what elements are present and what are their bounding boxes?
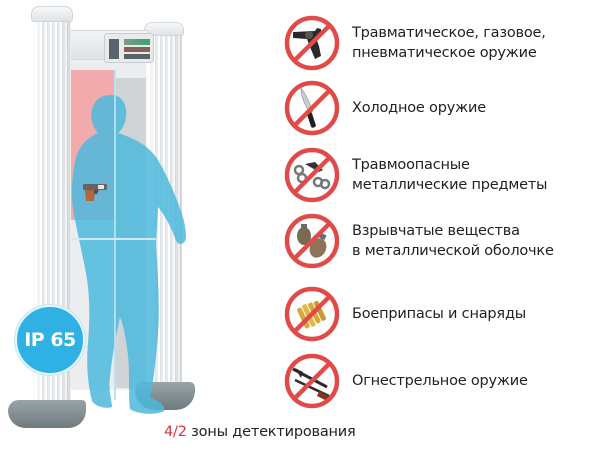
control-panel-indicator-green [124, 39, 150, 45]
detection-zones-caption: 4/2 зоны детектирования [164, 424, 356, 440]
zone-divider-horizontal [70, 238, 156, 240]
gate-pillar-cap-right [144, 22, 184, 36]
detection-zones-label: зоны детектирования [186, 424, 356, 440]
detection-zones-count: 4/2 [164, 424, 187, 440]
control-panel-indicator-red [124, 47, 150, 52]
control-panel [104, 33, 154, 63]
control-panel-indicator-grey [124, 54, 150, 59]
prohibited-sign-icon [283, 212, 341, 270]
ammunition-icon [284, 286, 340, 342]
legend-item-ammunition: Боеприпасы и снаряды [283, 283, 600, 345]
legend-item-label: Огнестрельное оружие [352, 373, 528, 389]
legend-item-label: Травматическое, газовое, пневматическое … [352, 25, 546, 61]
prohibited-sign-icon [283, 352, 341, 410]
prohibited-sign-icon [283, 146, 341, 204]
legend-item-firearms: Огнестрельное оружие [283, 350, 600, 412]
prohibited-sign-icon [283, 285, 341, 343]
legend-item-label: Травмоопасные металлические предметы [352, 157, 548, 193]
revolver-icon [284, 15, 340, 71]
legend-item-cold-weapons: Холодное оружие [283, 77, 600, 139]
gate-foot-left [8, 400, 86, 428]
prohibited-sign-icon [283, 79, 341, 137]
legend-item-label: Холодное оружие [352, 100, 486, 116]
metal-detector-gate-illustration: IP 65 [0, 0, 270, 452]
firearm-icon [284, 353, 340, 409]
legend-item-hazardous-metal-objects: Травмоопасные металлические предметы [283, 144, 600, 206]
legend-item-traumatic-weapons: Травматическое, газовое, пневматическое … [283, 12, 600, 74]
knife-icon [284, 80, 340, 136]
brass-knuckles-icon [284, 147, 340, 203]
prohibited-sign-icon [283, 14, 341, 72]
legend-item-label: Взрывчатые вещества в металлической обол… [352, 223, 554, 259]
pistol-icon [83, 184, 107, 201]
legend-item-label: Боеприпасы и снаряды [352, 306, 527, 322]
legend-item-explosives: Взрывчатые вещества в металлической обол… [283, 210, 600, 272]
ip-rating-badge: IP 65 [15, 305, 85, 375]
gate-pillar-cap-left [31, 6, 73, 22]
grenade-icon [284, 213, 340, 269]
zone-divider-vertical [114, 70, 116, 400]
control-panel-zone-display [109, 39, 119, 59]
person-silhouette-icon [71, 95, 186, 414]
